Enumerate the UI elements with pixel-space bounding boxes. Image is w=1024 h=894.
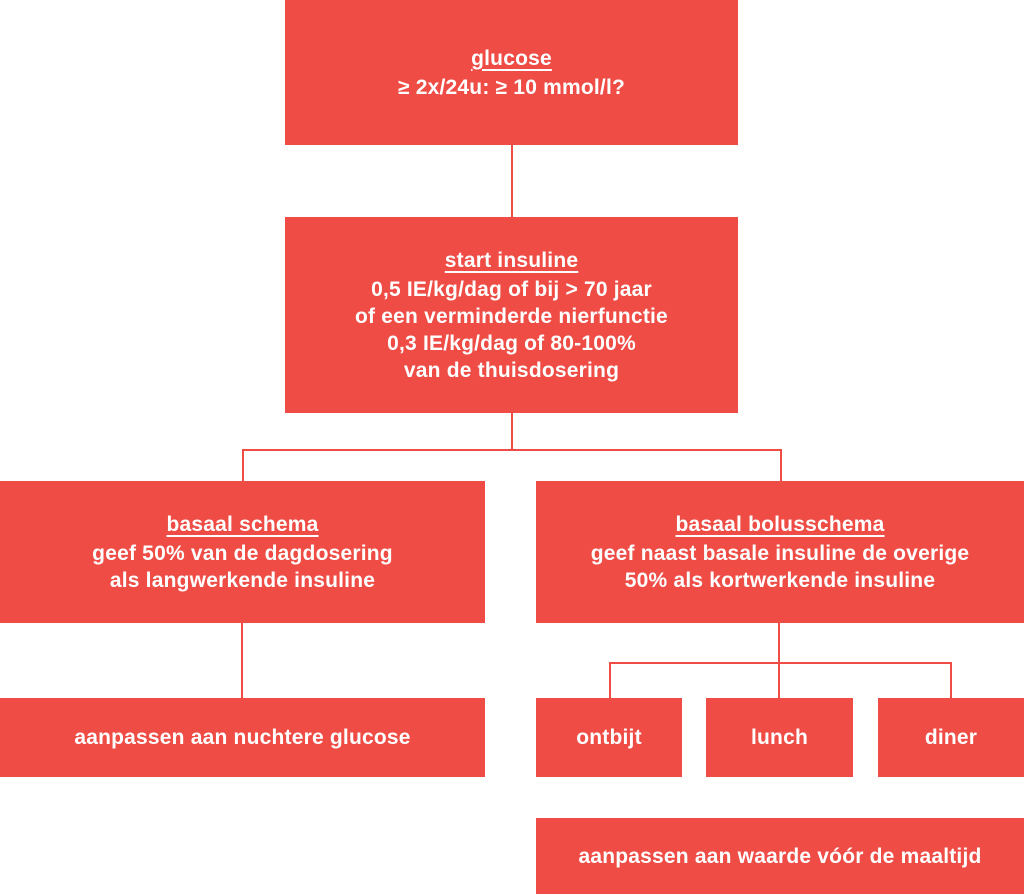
connector-start-stem-line [511,413,513,451]
connector-basaal-to-nuchter-line [241,623,243,698]
node-basaal-schema-heading: basaal schema [166,512,319,536]
node-basaal-bolusschema-heading: basaal bolusschema [675,512,885,536]
node-basaal-schema-line: geef 50% van de dagdosering [92,541,393,565]
node-start-insuline-heading: start insuline [444,248,579,272]
connector-to-diner-line [950,662,952,698]
connector-meals-horizontal-line [609,662,952,664]
node-glucose: glucose ≥ 2x/24u: ≥ 10 mmol/l? [285,0,738,145]
node-start-insuline-line: 0,5 IE/kg/dag of bij > 70 jaar [371,277,652,301]
node-aanpassen-nuchtere-glucose-line: aanpassen aan nuchtere glucose [74,726,411,749]
node-start-insuline-line: 0,3 IE/kg/dag of 80-100% [387,331,636,355]
node-glucose-heading: glucose [471,46,552,70]
node-diner: diner [878,698,1024,777]
node-basaal-schema-line: als langwerkende insuline [109,568,376,592]
connector-branch-to-basaal-line [242,449,244,481]
node-aanpassen-waarde-maaltijd-line: aanpassen aan waarde vóór de maaltijd [578,844,982,868]
node-ontbijt-line: ontbijt [576,726,642,749]
node-start-insuline-line: of een verminderde nierfunctie [355,304,668,328]
connector-bolus-to-lunch-line [778,623,780,698]
node-aanpassen-nuchtere-glucose: aanpassen aan nuchtere glucose [0,698,485,777]
connector-branch-to-bolus-line [780,449,782,481]
node-start-insuline: start insuline 0,5 IE/kg/dag of bij > 70… [285,217,738,413]
node-start-insuline-line: van de thuisdosering [403,358,620,382]
node-basaal-bolusschema-line: 50% als kortwerkende insuline [624,568,936,592]
node-glucose-line: ≥ 2x/24u: ≥ 10 mmol/l? [397,75,626,99]
node-basaal-bolusschema-line: geef naast basale insuline de overige [590,541,970,565]
connector-glucose-to-start-line [511,145,513,217]
node-lunch: lunch [706,698,853,777]
node-basaal-bolusschema: basaal bolusschema geef naast basale ins… [536,481,1024,623]
connector-start-branch-horizontal-line [242,449,782,451]
node-basaal-schema: basaal schema geef 50% van de dagdoserin… [0,481,485,623]
node-diner-line: diner [924,726,978,749]
node-lunch-line: lunch [751,726,808,749]
node-ontbijt: ontbijt [536,698,682,777]
node-aanpassen-waarde-maaltijd: aanpassen aan waarde vóór de maaltijd [536,818,1024,894]
connector-to-ontbijt-line [609,662,611,698]
